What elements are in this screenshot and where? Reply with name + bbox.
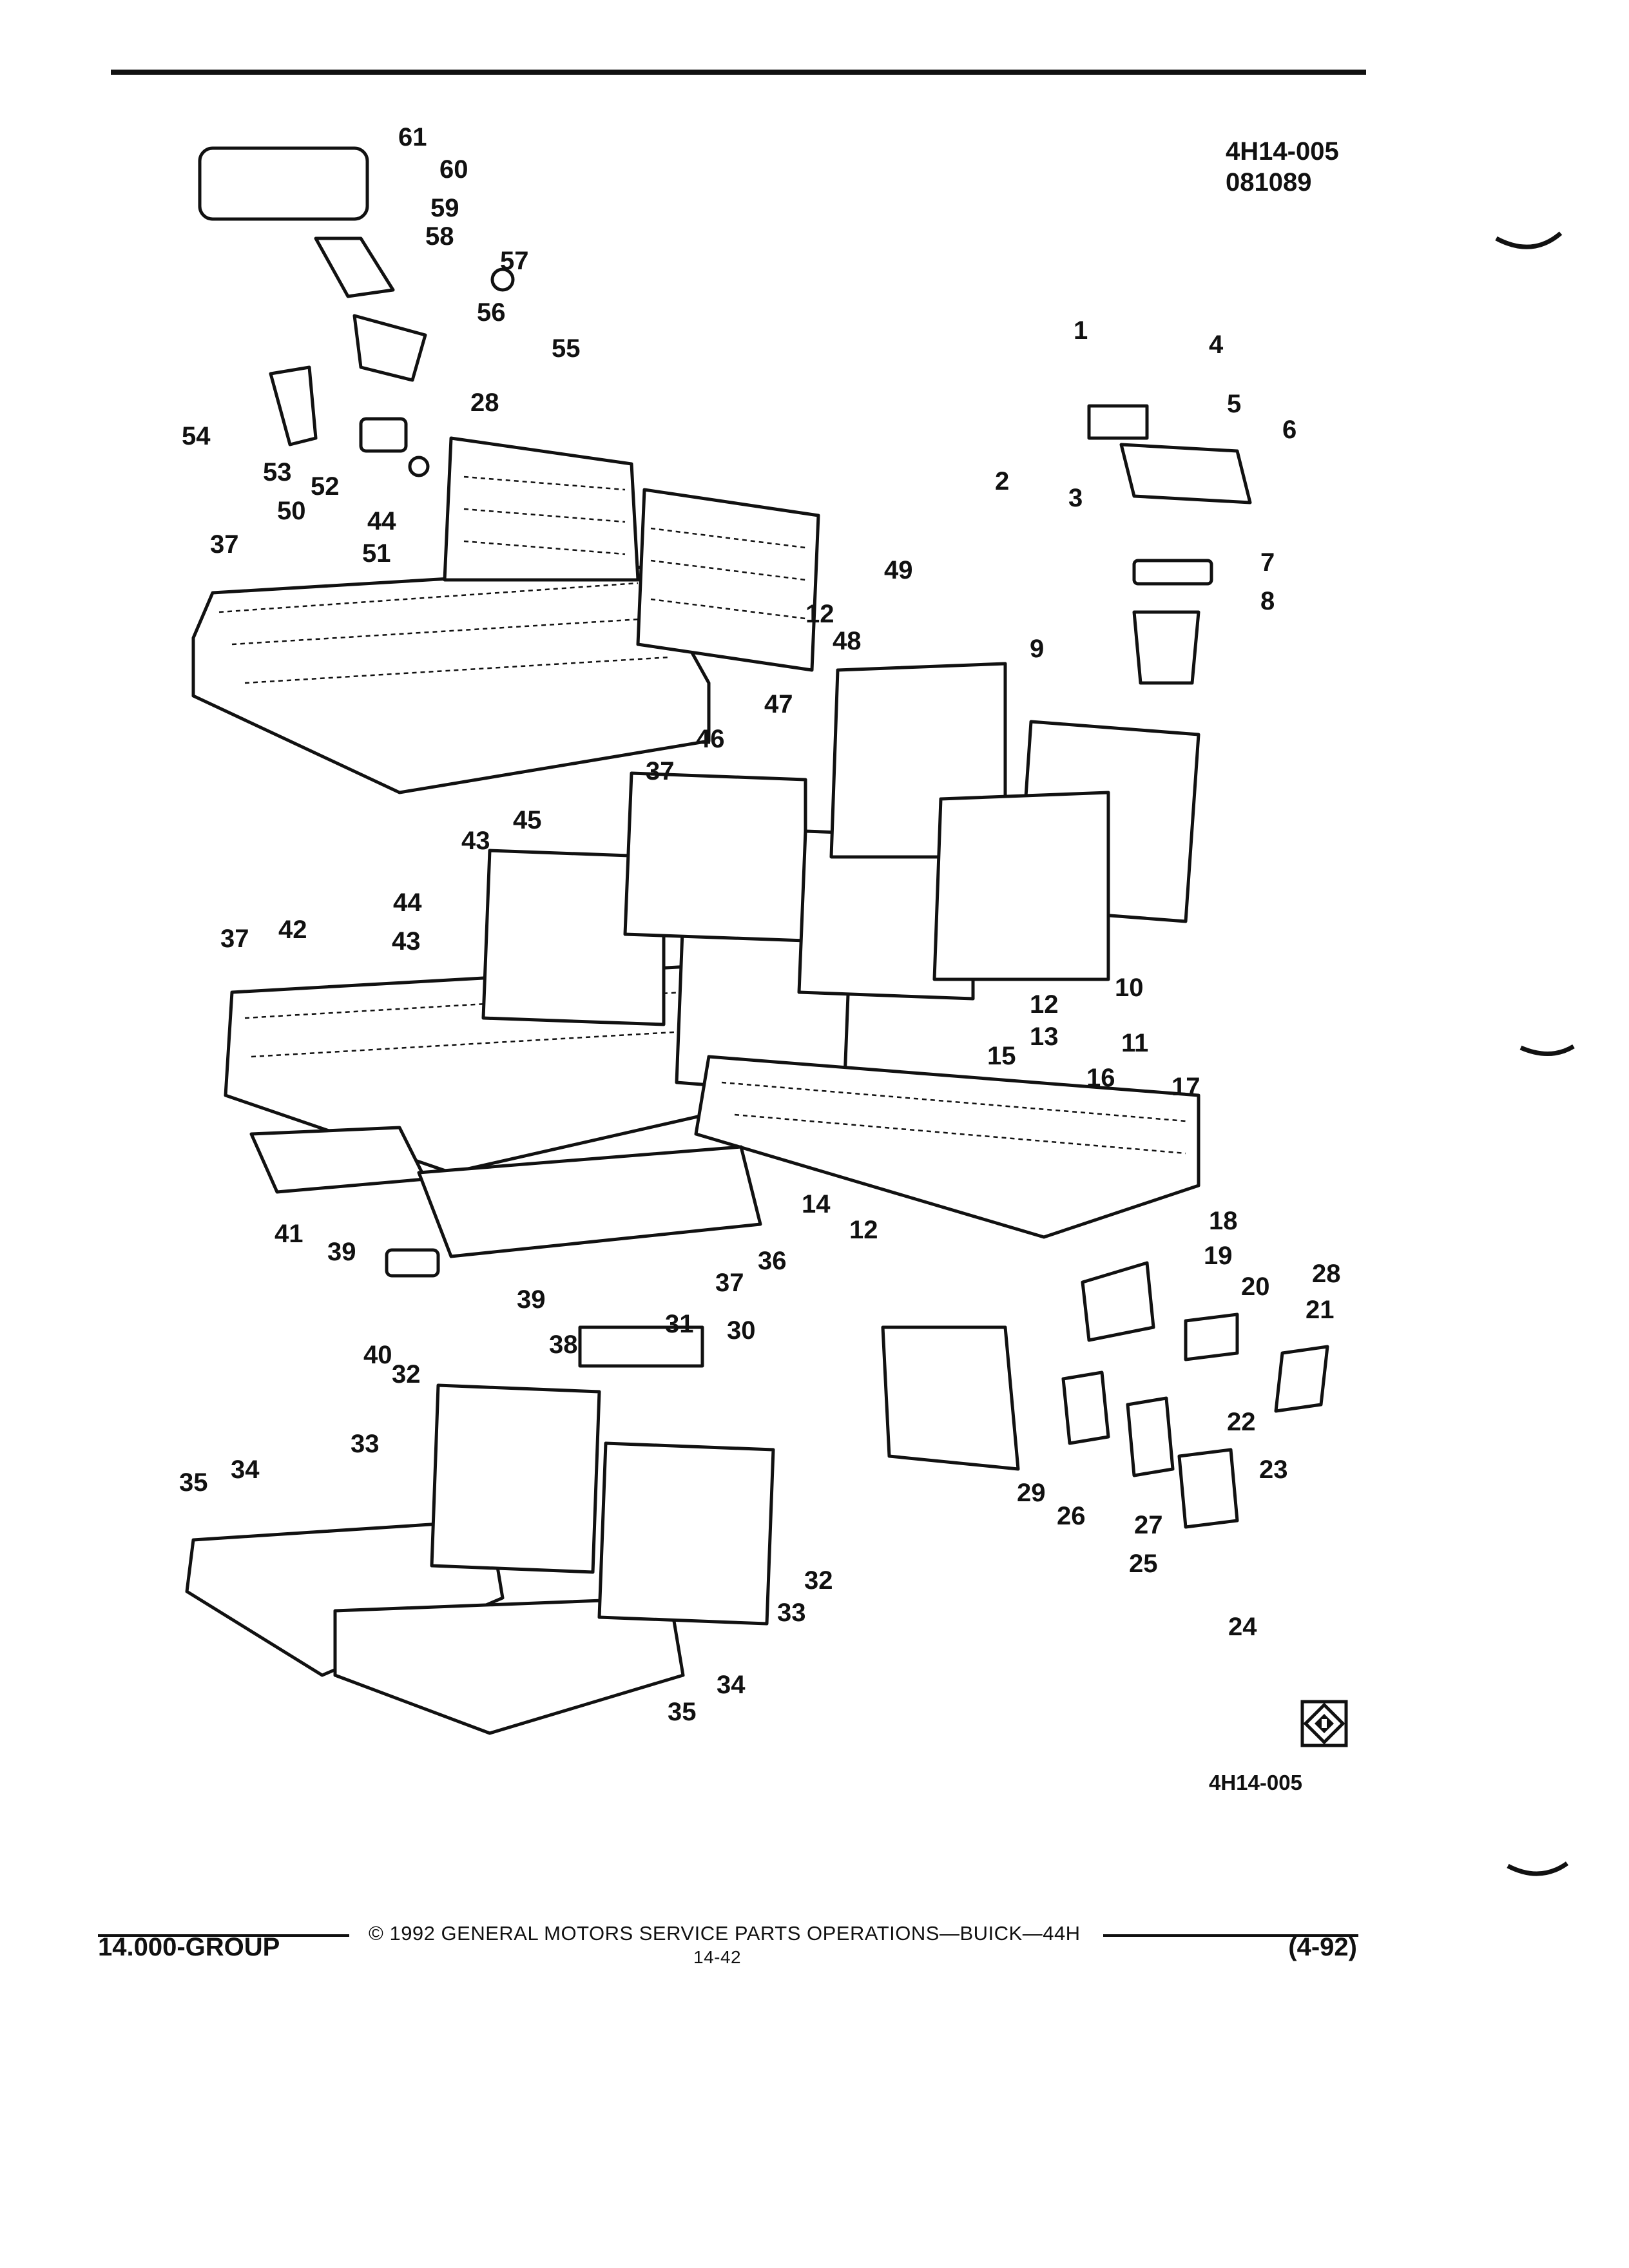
callout-c58: 58 — [425, 222, 454, 251]
callout-c33b: 33 — [777, 1599, 806, 1627]
callout-c35a: 35 — [179, 1468, 208, 1497]
callout-c9: 9 — [1030, 635, 1044, 663]
callout-c19: 19 — [1204, 1242, 1233, 1270]
callout-c26: 26 — [1057, 1502, 1086, 1530]
callout-c44b: 44 — [393, 889, 422, 917]
binding-mark-2 — [1519, 1044, 1575, 1056]
callout-c21: 21 — [1306, 1296, 1335, 1324]
callout-c8: 8 — [1260, 587, 1275, 615]
gm-service-logo-icon — [1300, 1700, 1348, 1747]
callout-c16: 16 — [1086, 1064, 1115, 1092]
callout-c45: 45 — [513, 806, 542, 834]
callout-c10: 10 — [1115, 974, 1144, 1002]
front-bench-cloth-seat — [224, 771, 975, 1175]
callout-c18: 18 — [1209, 1207, 1238, 1235]
rear-seat-and-panels — [694, 662, 1200, 1239]
front-bench-leather-seat — [191, 436, 820, 794]
callout-c29: 29 — [1017, 1479, 1046, 1507]
callout-c37b: 37 — [646, 757, 675, 785]
callout-c4: 4 — [1209, 331, 1224, 359]
footer-revision: (4-92) — [1288, 1933, 1357, 1961]
callout-c40: 40 — [363, 1341, 392, 1369]
callout-c56: 56 — [477, 298, 506, 327]
callout-c12c: 12 — [849, 1216, 878, 1244]
callout-c43a: 43 — [461, 827, 490, 855]
callout-c5: 5 — [1227, 390, 1241, 418]
armrest-hardware-group — [198, 146, 515, 477]
footer-rule-left — [98, 1934, 349, 1937]
callout-c34a: 34 — [231, 1456, 260, 1484]
figure-footer-code: 4H14-005 — [1209, 1771, 1302, 1794]
callout-c49: 49 — [884, 556, 913, 584]
callout-c52: 52 — [311, 472, 340, 501]
footer-rule-right — [1103, 1934, 1358, 1937]
callout-c39b: 39 — [517, 1285, 546, 1314]
callout-c32b: 32 — [804, 1566, 833, 1595]
binding-mark-3 — [1507, 1861, 1569, 1876]
seat-cushion-pads — [185, 1383, 775, 1735]
callout-c36: 36 — [758, 1247, 787, 1275]
callout-c60: 60 — [439, 155, 468, 184]
callout-c37d: 37 — [715, 1269, 744, 1297]
callout-c41: 41 — [275, 1220, 304, 1248]
callout-c20: 20 — [1241, 1273, 1270, 1301]
seat-frames-and-adjusters — [249, 1126, 762, 1368]
callout-c28a: 28 — [470, 389, 499, 417]
callout-c11: 11 — [1121, 1029, 1148, 1057]
callout-c50: 50 — [277, 497, 306, 525]
console-and-brackets — [881, 1261, 1329, 1529]
callout-c7: 7 — [1260, 548, 1275, 577]
center-armrest-right-group — [1087, 404, 1252, 685]
callout-c12a: 12 — [805, 600, 834, 628]
callout-c2: 2 — [995, 467, 1009, 495]
callout-c47: 47 — [764, 690, 793, 718]
callout-c37c: 37 — [220, 925, 249, 953]
callout-c59: 59 — [430, 194, 459, 222]
callout-c32a: 32 — [392, 1360, 421, 1389]
callout-c57: 57 — [500, 247, 529, 275]
figure-code: 4H14-005 — [1226, 137, 1339, 166]
callout-c31: 31 — [665, 1310, 694, 1338]
header-rule — [111, 70, 1366, 75]
callout-c38: 38 — [549, 1331, 578, 1359]
callout-c17: 17 — [1171, 1073, 1200, 1101]
callout-c51: 51 — [362, 539, 391, 568]
callout-c12b: 12 — [1030, 990, 1059, 1019]
callout-c6: 6 — [1282, 416, 1296, 444]
callout-c61: 61 — [398, 123, 427, 151]
callout-c37a: 37 — [210, 530, 239, 559]
callout-c39a: 39 — [327, 1238, 356, 1266]
callout-c44a: 44 — [367, 507, 396, 535]
callout-c27: 27 — [1134, 1511, 1163, 1539]
callout-c15: 15 — [987, 1042, 1016, 1070]
callout-c25: 25 — [1129, 1550, 1158, 1578]
footer-group: 14.000-GROUP — [98, 1933, 280, 1961]
callout-c46: 46 — [696, 725, 725, 753]
callout-c22: 22 — [1227, 1408, 1256, 1436]
callout-c48: 48 — [833, 627, 862, 655]
footer-page-number: 14-42 — [693, 1947, 742, 1967]
callout-c55: 55 — [552, 334, 581, 363]
callout-c53: 53 — [263, 458, 292, 486]
date-code: 081089 — [1226, 168, 1312, 197]
callout-c43b: 43 — [392, 927, 421, 956]
callout-c13: 13 — [1030, 1023, 1059, 1051]
callout-c35b: 35 — [668, 1698, 697, 1726]
callout-c54: 54 — [182, 422, 211, 450]
binding-mark-1 — [1495, 231, 1563, 249]
callout-c23: 23 — [1259, 1456, 1288, 1484]
footer-copyright: © 1992 GENERAL MOTORS SERVICE PARTS OPER… — [369, 1922, 1081, 1945]
callout-c14: 14 — [802, 1190, 831, 1218]
callout-c30: 30 — [727, 1316, 756, 1345]
callout-c34b: 34 — [717, 1671, 746, 1699]
callout-c33a: 33 — [351, 1430, 380, 1458]
callout-c24: 24 — [1228, 1613, 1257, 1641]
callout-c3: 3 — [1068, 484, 1083, 512]
callout-c28b: 28 — [1312, 1260, 1341, 1288]
callout-c42: 42 — [278, 916, 307, 944]
callout-c1: 1 — [1074, 316, 1088, 345]
